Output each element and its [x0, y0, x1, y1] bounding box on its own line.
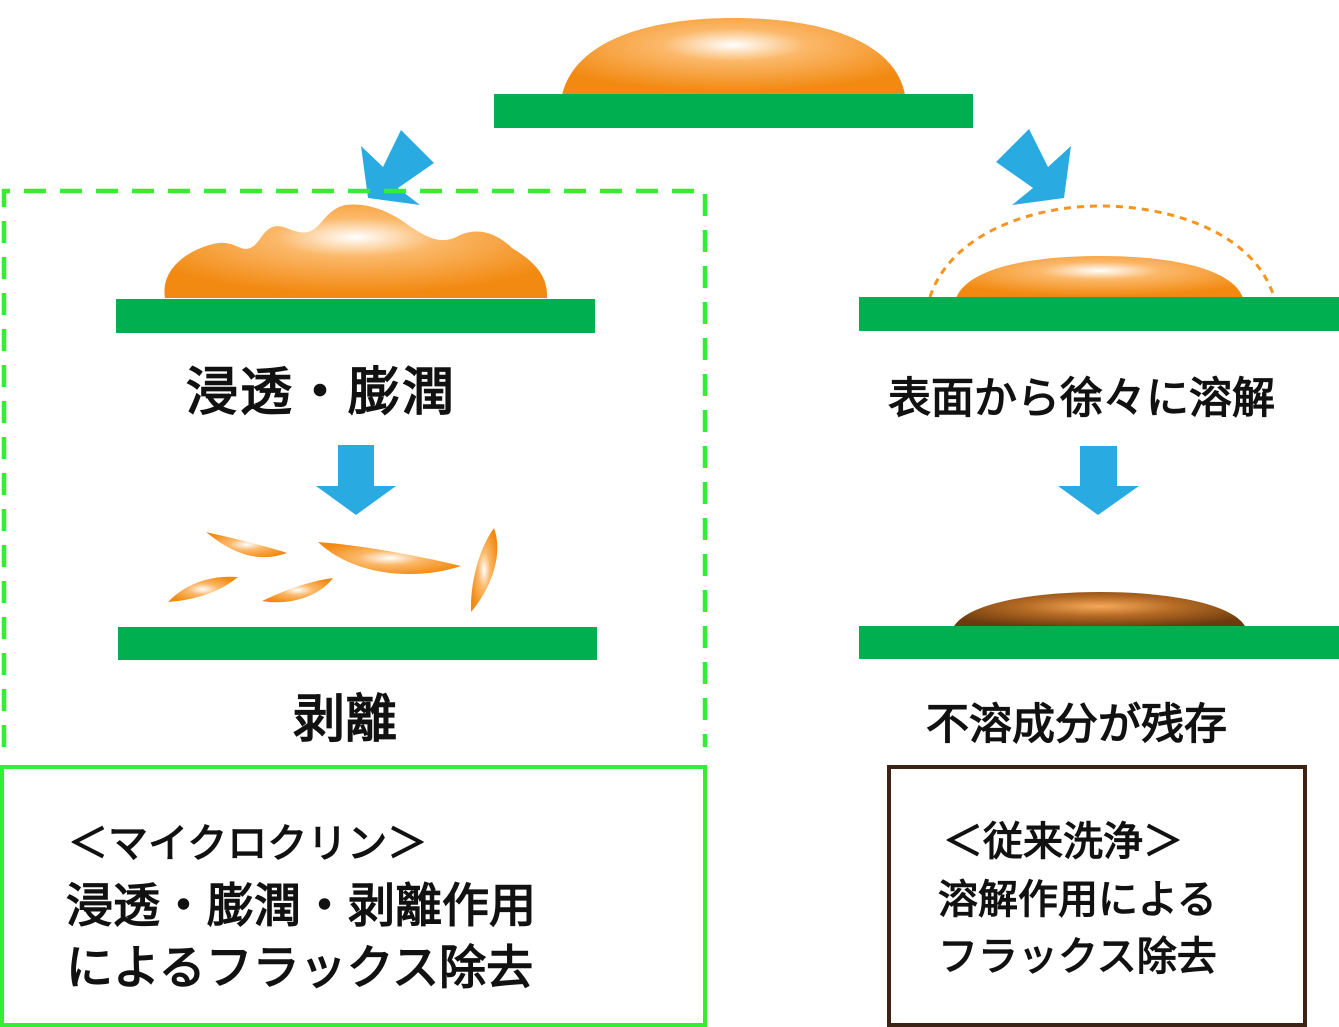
- insoluble-residue: [953, 592, 1246, 628]
- substrate-right-1: [859, 297, 1339, 331]
- flux-flake: [206, 532, 287, 558]
- conventional-line-1: 溶解作用による: [938, 877, 1217, 923]
- substrate-right-2: [859, 626, 1339, 659]
- conventional-title: ＜従来洗浄＞: [943, 819, 1183, 865]
- flux-flake: [470, 528, 498, 612]
- label-gradual-dissolution: 表面から徐々に溶解: [888, 374, 1275, 424]
- flux-flakes: [168, 528, 498, 612]
- flux-flake: [318, 542, 461, 575]
- arrow-left-diagonal: [361, 130, 434, 205]
- conventional-line-2: フラックス除去: [938, 934, 1217, 980]
- microclean-line-2: によるフラックス除去: [66, 941, 534, 996]
- label-infiltration-swelling: 浸透・膨潤: [186, 363, 457, 423]
- arrow-right-diagonal: [996, 129, 1071, 205]
- label-peeling: 剥離: [293, 690, 398, 750]
- flux-blob-dissolving: [956, 256, 1243, 298]
- flux-blob-initial: [562, 18, 905, 95]
- substrate-left-1: [116, 299, 595, 333]
- microclean-process-frame: [1, 188, 708, 747]
- flux-blob-swollen: [164, 204, 548, 298]
- label-insoluble-remains: 不溶成分が残存: [926, 700, 1227, 750]
- flux-flake: [262, 578, 333, 603]
- flux-flake: [168, 576, 238, 602]
- microclean-summary-box: ＜マイクロクリン＞ 浸透・膨潤・剥離作用 によるフラックス除去: [0, 765, 707, 1027]
- conventional-summary-box: ＜従来洗浄＞ 溶解作用による フラックス除去: [887, 765, 1307, 1027]
- arrow-left-down: [316, 445, 396, 515]
- microclean-title: ＜マイクロクリン＞: [68, 821, 428, 867]
- arrow-right-down: [1058, 446, 1139, 515]
- substrate-left-2: [118, 627, 597, 660]
- microclean-line-1: 浸透・膨潤・剥離作用: [66, 879, 536, 934]
- original-outline-dashed: [928, 204, 1276, 298]
- substrate-top: [494, 94, 973, 128]
